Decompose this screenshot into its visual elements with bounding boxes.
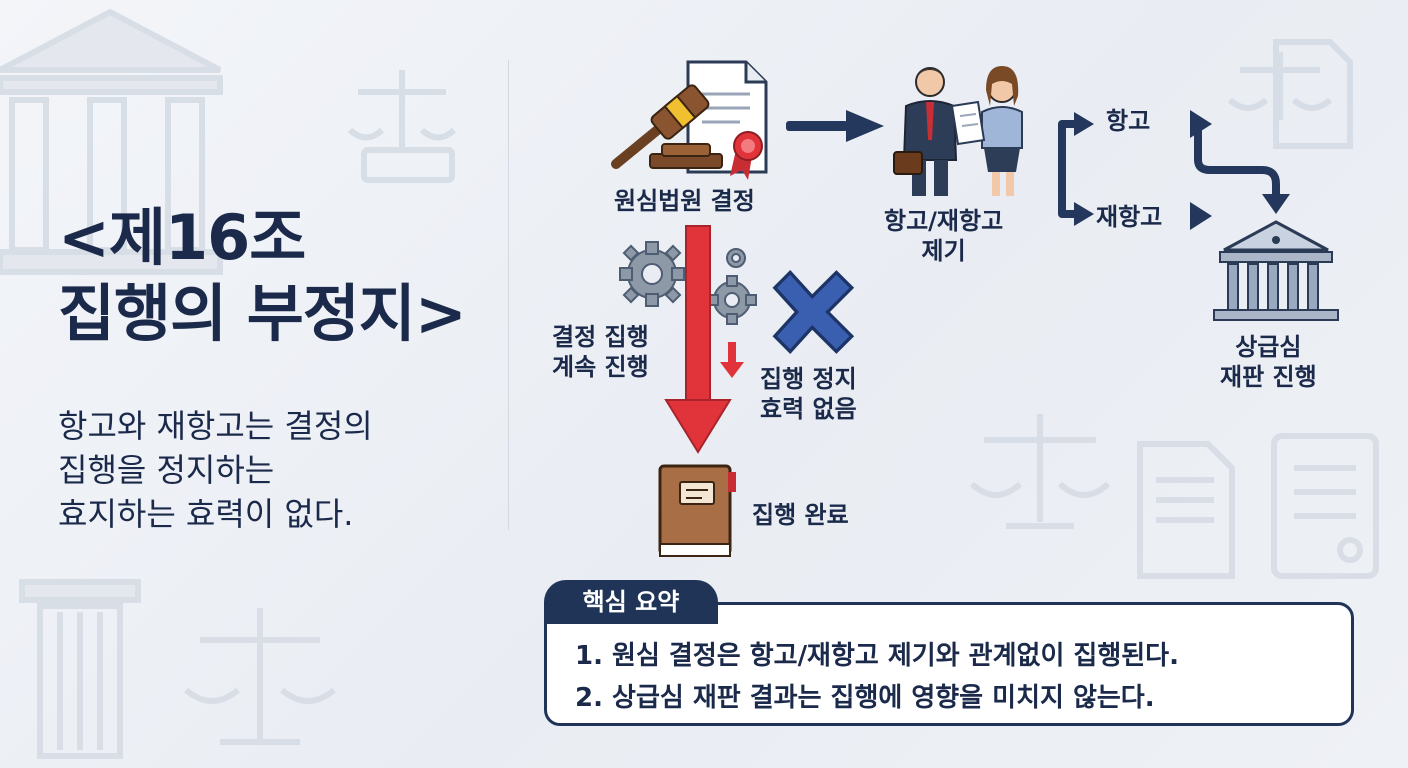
appeal-branch-connector xyxy=(1058,120,1076,218)
page-title: <제16조 집행의 부정지> xyxy=(58,200,467,352)
higher-court-line-2: 재판 진행 xyxy=(1220,363,1317,391)
closed-book-icon xyxy=(658,464,736,557)
no-stay-effect-label: 집행 정지 효력 없음 xyxy=(760,364,857,424)
seal-ribbon-icon xyxy=(730,131,763,180)
higher-court-line-1: 상급심 xyxy=(1235,333,1302,361)
continue-execution-line-1: 결정 집행 xyxy=(552,323,649,351)
continue-execution-label: 결정 집행 계속 진행 xyxy=(552,322,649,382)
gears-icon xyxy=(619,241,757,325)
appeal-label: 항고 xyxy=(1106,107,1151,135)
scale-outline-icon xyxy=(969,414,1111,529)
continue-execution-line-2: 계속 진행 xyxy=(552,353,649,381)
lawyers-icon xyxy=(893,66,1023,196)
description-line-3: 효지하는 효력이 없다. xyxy=(58,495,354,533)
scroll-outline-icon xyxy=(1271,433,1379,579)
higher-court-label: 상급심 재판 진행 xyxy=(1220,332,1317,392)
summary-box: 1. 원심 결정은 항고/재항고 제기와 관계없이 집행된다. 2. 상급심 재… xyxy=(544,602,1354,726)
flow-arrow-to-appeal xyxy=(786,110,884,142)
description-line-2: 집행을 정지하는 xyxy=(58,451,275,489)
scale-outline-icon xyxy=(1228,52,1332,120)
summary-tab: 핵심 요약 xyxy=(544,580,718,624)
rule-description: 항고와 재항고는 결정의 집행을 정지하는 효지하는 효력이 없다. xyxy=(58,404,478,536)
description-line-1: 항고와 재항고는 결정의 xyxy=(58,407,373,445)
no-stay-line-2: 효력 없음 xyxy=(760,395,857,423)
flow-diagram xyxy=(611,60,1339,557)
appeal-filing-line-1: 항고/재항고 xyxy=(884,207,1004,235)
small-red-arrow-icon xyxy=(720,342,744,378)
gavel-icon xyxy=(611,84,723,169)
blocked-x-icon xyxy=(772,270,855,354)
document-outline-icon xyxy=(1273,39,1353,149)
column-outline-icon xyxy=(19,579,141,759)
appeal-filing-line-2: 제기 xyxy=(921,237,966,265)
courthouse-outline-icon xyxy=(0,8,223,275)
title-line-1: <제16조 xyxy=(58,201,306,274)
summary-item-1: 1. 원심 결정은 항고/재항고 제기와 관계없이 집행된다. xyxy=(575,641,1179,671)
scale-outline-icon xyxy=(347,70,457,183)
document-outline-icon xyxy=(1137,441,1235,579)
execution-complete-label: 집행 완료 xyxy=(752,501,849,529)
title-line-2: 집행의 부정지> xyxy=(58,277,467,350)
reappeal-label: 재항고 xyxy=(1096,203,1163,231)
scale-outline-icon xyxy=(184,608,336,745)
appeal-filing-label: 항고/재항고 제기 xyxy=(884,206,1003,266)
original-decision-label: 원심법원 결정 xyxy=(614,187,755,215)
higher-court-building-icon xyxy=(1213,220,1339,321)
no-stay-line-1: 집행 정지 xyxy=(760,365,857,393)
flow-arrow-to-higher-court xyxy=(1194,124,1280,198)
summary-item-2: 2. 상급심 재판 결과는 집행에 영향을 미치지 않는다. xyxy=(575,683,1155,713)
execution-continues-arrow xyxy=(664,225,732,454)
section-divider xyxy=(508,60,509,530)
